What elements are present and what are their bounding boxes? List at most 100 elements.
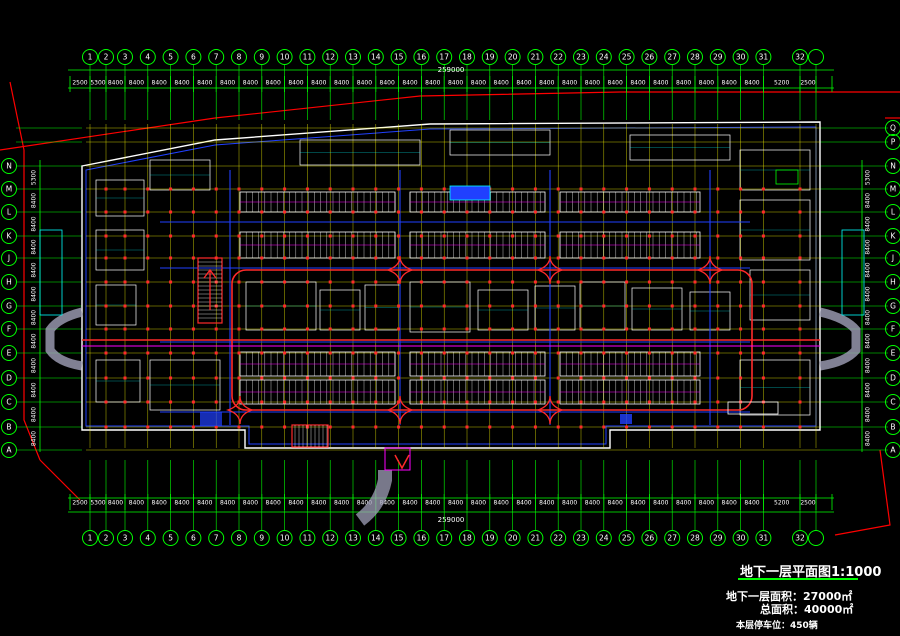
structural-column — [328, 210, 332, 214]
row-dimension-label: 8400 — [865, 193, 872, 208]
structural-column — [191, 234, 195, 238]
dimension-label: 8400 — [630, 80, 645, 87]
dimension-label: 8400 — [334, 500, 349, 507]
axis-label: 14 — [371, 53, 381, 62]
structural-column — [556, 425, 560, 429]
structural-column — [511, 256, 515, 260]
dimension-label: 8400 — [676, 500, 691, 507]
dimension-label: 8400 — [129, 80, 144, 87]
structural-column — [260, 210, 264, 214]
axis-label: 8 — [237, 534, 242, 543]
structural-column — [214, 327, 218, 331]
structural-column — [693, 234, 697, 238]
axis-bubble — [618, 49, 635, 65]
structural-column — [305, 351, 309, 355]
structural-column — [260, 351, 264, 355]
structural-column — [739, 256, 743, 260]
axis-bubble — [299, 49, 316, 65]
axis-label: 16 — [417, 53, 427, 62]
axis-bubble — [755, 49, 772, 65]
structural-column — [214, 376, 218, 380]
structural-column — [305, 280, 309, 284]
axis-label: 2 — [104, 534, 109, 543]
row-dimension-label: 8400 — [865, 407, 872, 422]
row-dimension-label: 8400 — [31, 310, 38, 325]
structural-column — [556, 256, 560, 260]
structural-column — [739, 187, 743, 191]
structural-column — [761, 304, 765, 308]
axis-bubble — [573, 49, 589, 65]
axis-bubble — [792, 49, 808, 65]
structural-column — [465, 210, 469, 214]
dimension-label: 8400 — [402, 500, 417, 507]
axis-label: 12 — [325, 534, 335, 543]
structural-column — [104, 280, 108, 284]
structural-column — [237, 425, 241, 429]
structural-column — [169, 256, 173, 260]
structural-column — [397, 376, 401, 380]
structural-column — [670, 327, 674, 331]
structural-column — [716, 400, 720, 404]
structural-column — [374, 280, 378, 284]
dimension-label: 8400 — [516, 80, 531, 87]
axis-bubble — [885, 419, 900, 435]
axis-bubble — [345, 530, 361, 546]
structural-column — [798, 351, 802, 355]
structural-column — [214, 187, 218, 191]
axis-label: 30 — [736, 534, 746, 543]
axis-bubble — [1, 370, 17, 386]
structural-column — [647, 351, 651, 355]
structural-column — [328, 425, 332, 429]
dimension-label: 8400 — [722, 80, 737, 87]
row-dimension-label: 8400 — [865, 239, 872, 254]
structural-column — [647, 187, 651, 191]
structural-column — [798, 425, 802, 429]
axis-label: 11 — [303, 53, 313, 62]
structural-column — [305, 304, 309, 308]
structural-column — [146, 400, 150, 404]
dimension-label: 8400 — [311, 500, 326, 507]
row-dimension-label: 8400 — [31, 407, 38, 422]
structural-column — [533, 327, 537, 331]
dimension-label: 8400 — [585, 500, 600, 507]
structural-column — [670, 210, 674, 214]
axis-bubble — [641, 49, 658, 65]
structural-column — [374, 376, 378, 380]
structural-column — [556, 351, 560, 355]
structural-column — [104, 400, 108, 404]
structural-column — [670, 304, 674, 308]
axis-label: 4 — [145, 534, 150, 543]
structural-column — [305, 256, 309, 260]
structural-column — [465, 376, 469, 380]
structural-column — [169, 304, 173, 308]
structural-column — [761, 187, 765, 191]
axis-bubble — [709, 530, 726, 546]
structural-column — [191, 187, 195, 191]
structural-column — [214, 400, 218, 404]
axis-label: 27 — [667, 534, 677, 543]
axis-label: F — [891, 325, 895, 334]
structural-column — [374, 400, 378, 404]
structural-column — [260, 327, 264, 331]
structural-column — [419, 376, 423, 380]
structural-column — [579, 376, 583, 380]
axis-bubble — [1, 204, 17, 220]
dimension-label: 8400 — [516, 500, 531, 507]
structural-column — [670, 234, 674, 238]
structural-column — [625, 210, 629, 214]
structural-column — [374, 327, 378, 331]
structural-column — [716, 210, 720, 214]
structural-column — [351, 351, 355, 355]
axis-bubble — [1, 442, 17, 458]
structural-column — [305, 425, 309, 429]
structural-column — [556, 210, 560, 214]
structural-column — [283, 327, 287, 331]
axis-label: 11 — [303, 534, 313, 543]
axis-bubble — [885, 134, 900, 150]
axis-label: 15 — [394, 53, 404, 62]
structural-column — [761, 210, 765, 214]
row-dimension-label: 8400 — [865, 310, 872, 325]
structural-column — [533, 210, 537, 214]
axis-label: 19 — [485, 534, 495, 543]
